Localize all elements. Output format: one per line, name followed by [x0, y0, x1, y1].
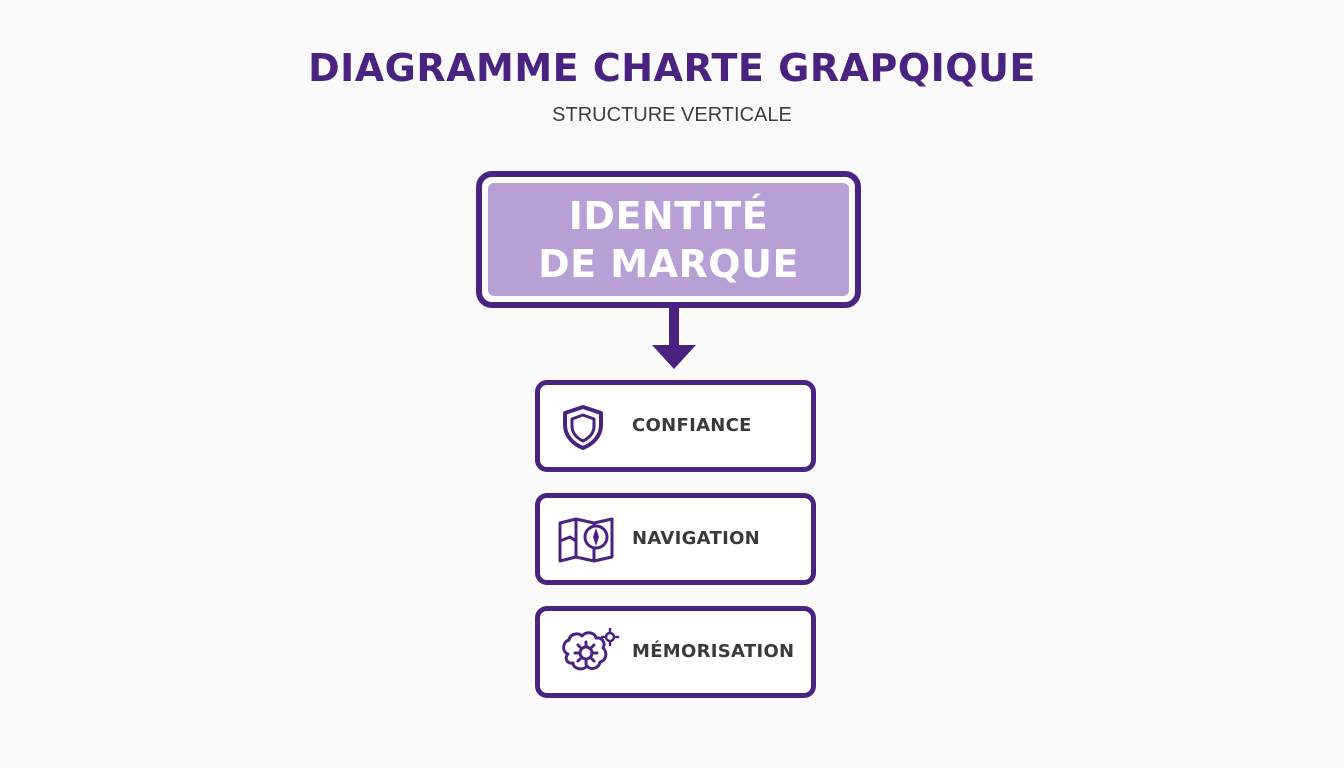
item-label-memorisation: MÉMORISATION [632, 641, 795, 662]
down-arrow-icon [652, 305, 696, 369]
brand-identity-node-fill: IDENTITÉ DE MARQUE [488, 183, 849, 296]
page-subtitle: STRUCTURE VERTICALE [552, 104, 792, 126]
brand-identity-line-2: DE MARQUE [538, 241, 799, 286]
brand-identity-node: IDENTITÉ DE MARQUE [476, 171, 861, 308]
item-label-confiance: CONFIANCE [632, 415, 752, 436]
item-memorisation: MÉMORISATION [535, 606, 816, 698]
item-navigation: NAVIGATION [535, 493, 816, 585]
item-label-navigation: NAVIGATION [632, 528, 761, 549]
brain-gear-icon [562, 628, 620, 671]
page-title: DIAGRAMME CHARTE GRAPQIQUE [308, 46, 1036, 90]
shield-icon [563, 405, 603, 450]
brand-identity-line-1: IDENTITÉ [568, 193, 769, 238]
item-confiance: CONFIANCE [535, 380, 816, 472]
map-compass-icon [558, 517, 614, 563]
